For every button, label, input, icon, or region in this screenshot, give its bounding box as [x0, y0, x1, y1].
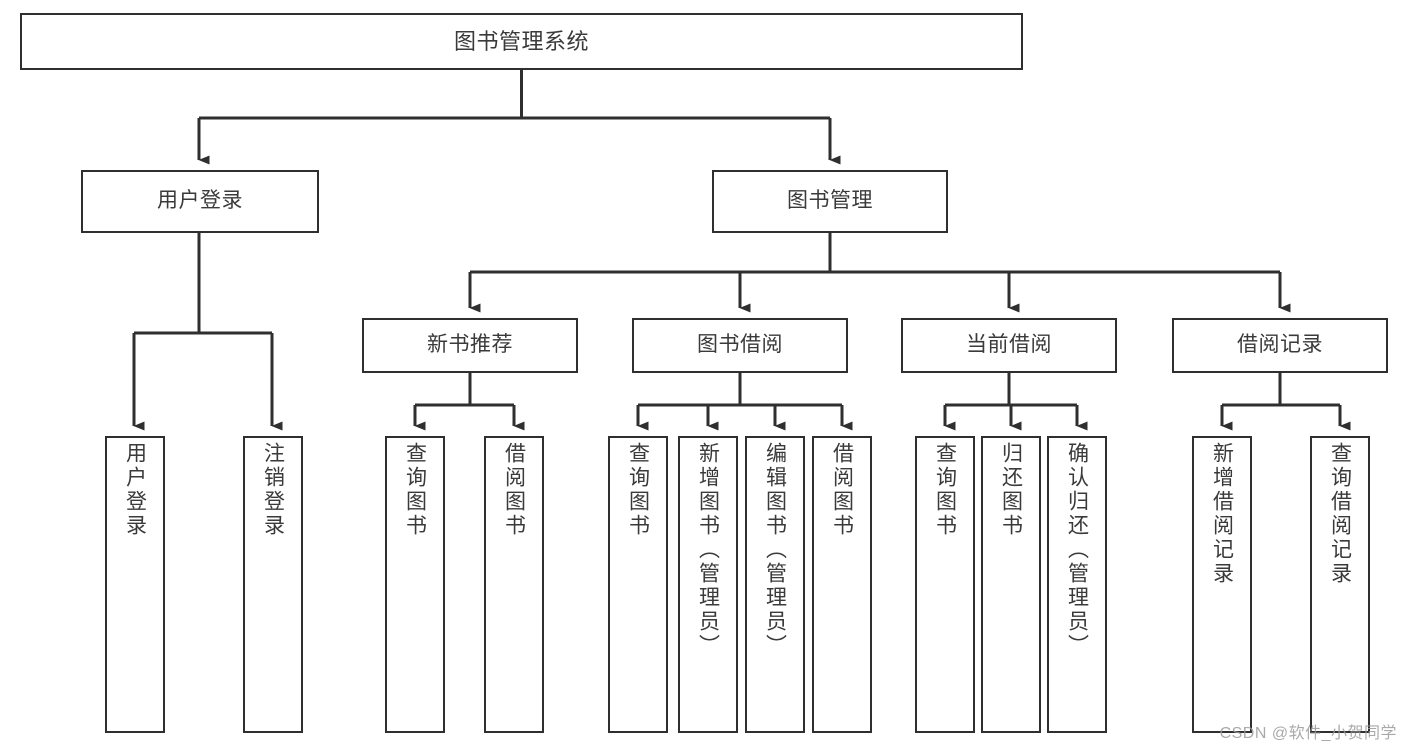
- node-root-system[interactable]: 图书管理系统: [20, 13, 1023, 70]
- node-label: 查询图书: [403, 442, 427, 538]
- node-book-borrow[interactable]: 图书借阅: [632, 318, 848, 373]
- csdn-watermark: CSDN @软件_小贺同学: [1219, 725, 1397, 742]
- node-leaf-borrow-book-1[interactable]: 借阅图书: [484, 436, 544, 733]
- node-label: 用户登录: [123, 442, 147, 538]
- node-label: 查询图书: [626, 442, 650, 538]
- node-label: 查询借阅记录: [1328, 442, 1352, 586]
- node-leaf-logout-login[interactable]: 注销登录: [243, 436, 303, 733]
- node-leaf-user-login[interactable]: 用户登录: [105, 436, 165, 733]
- node-label: 新书推荐: [427, 333, 513, 357]
- node-label: 用户登录: [157, 189, 243, 213]
- node-label: 编辑图书（管理员）: [763, 442, 787, 658]
- node-leaf-add-book-admin[interactable]: 新增图书（管理员）: [678, 436, 738, 733]
- node-label: 借阅图书: [830, 442, 854, 538]
- node-leaf-query-borrow-record[interactable]: 查询借阅记录: [1310, 436, 1370, 733]
- node-label: 图书管理系统: [453, 28, 589, 54]
- node-label: 借阅记录: [1237, 333, 1323, 357]
- node-leaf-return-book[interactable]: 归还图书: [981, 436, 1041, 733]
- node-new-book-recommend[interactable]: 新书推荐: [362, 318, 578, 373]
- node-leaf-add-borrow-record[interactable]: 新增借阅记录: [1192, 436, 1252, 733]
- node-label: 查询图书: [933, 442, 957, 538]
- node-user-login[interactable]: 用户登录: [81, 170, 319, 233]
- node-label: 图书借阅: [697, 333, 783, 357]
- node-leaf-borrow-book-2[interactable]: 借阅图书: [812, 436, 872, 733]
- node-borrow-record[interactable]: 借阅记录: [1172, 318, 1388, 373]
- node-label: 图书管理: [787, 189, 873, 213]
- node-leaf-query-book-1[interactable]: 查询图书: [385, 436, 445, 733]
- node-label: 归还图书: [999, 442, 1023, 538]
- node-label: 确认归还（管理员）: [1065, 442, 1089, 658]
- node-label: 借阅图书: [502, 442, 526, 538]
- node-leaf-edit-book-admin[interactable]: 编辑图书（管理员）: [745, 436, 805, 733]
- node-book-manage[interactable]: 图书管理: [712, 170, 948, 233]
- node-label: 新增图书（管理员）: [696, 442, 720, 658]
- node-label: 新增借阅记录: [1210, 442, 1234, 586]
- node-leaf-query-book-3[interactable]: 查询图书: [915, 436, 975, 733]
- node-leaf-query-book-2[interactable]: 查询图书: [608, 436, 668, 733]
- node-label: 当前借阅: [966, 333, 1052, 357]
- node-current-borrow[interactable]: 当前借阅: [901, 318, 1117, 373]
- node-leaf-confirm-return-admin[interactable]: 确认归还（管理员）: [1047, 436, 1107, 733]
- node-label: 注销登录: [261, 442, 285, 538]
